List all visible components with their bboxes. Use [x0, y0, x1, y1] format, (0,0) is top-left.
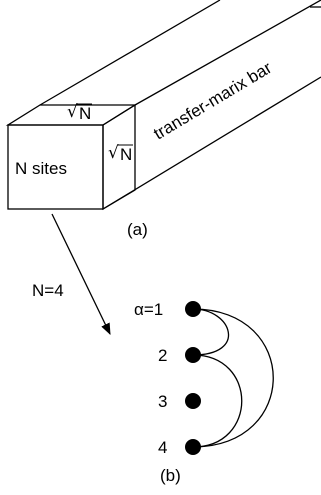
site-dot — [185, 393, 201, 409]
site-label: α=1 — [134, 300, 163, 319]
site-list: α=1 2 3 4 — [134, 300, 201, 457]
site-label: 2 — [158, 346, 167, 365]
sqrt-symbol-side: √ — [108, 143, 119, 163]
site-label: 4 — [158, 438, 167, 457]
sqrt-var-side: N — [120, 145, 132, 164]
arc-1-4 — [192, 308, 274, 448]
front-face-label: N sites — [15, 159, 67, 178]
sqrt-symbol-top: √ — [67, 102, 78, 122]
arc-1-2 — [192, 308, 229, 356]
site-label: 3 — [158, 392, 167, 411]
sqrt-var-top: N — [79, 104, 91, 123]
panel-b-label: (b) — [160, 466, 181, 485]
top-dimension-label: √ N — [67, 102, 92, 123]
panel-a-label: (a) — [127, 220, 148, 239]
zoom-arrow — [51, 213, 111, 336]
bar-bottom-edge — [102, 76, 321, 210]
bar-label: transfer-marix bar — [150, 58, 275, 144]
site-connections — [192, 308, 274, 448]
arc-2-4 — [192, 354, 243, 448]
transfer-matrix-bar — [5, 0, 321, 211]
arrow-label: N=4 — [32, 281, 64, 300]
bar-top-right-edge — [134, 0, 321, 106]
side-dimension-label: √ N — [108, 143, 133, 164]
bar-top-back-edge — [39, 0, 221, 106]
